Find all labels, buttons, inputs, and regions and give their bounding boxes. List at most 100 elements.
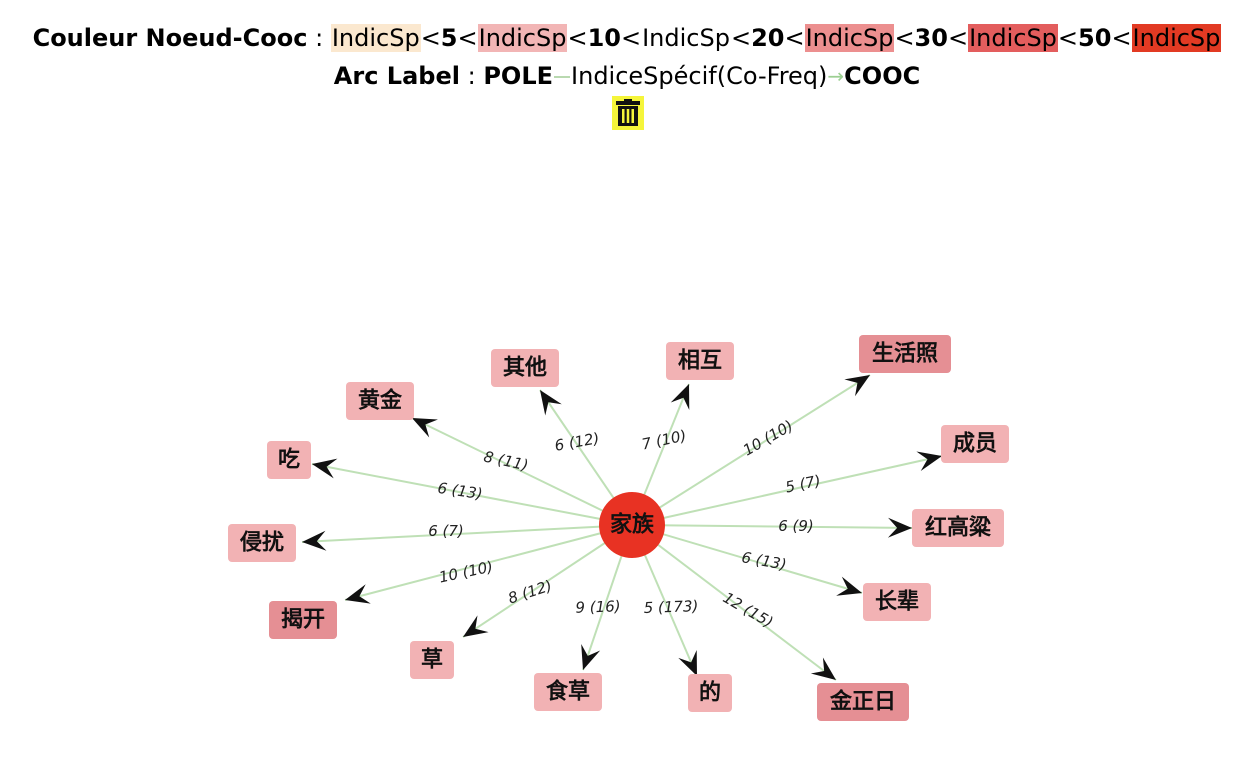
edge-arrow-13 — [540, 390, 562, 416]
legend-separator: : — [315, 24, 324, 52]
node-9-box — [269, 601, 337, 639]
edge-line-9 — [344, 524, 633, 601]
legend-lt: < — [620, 24, 642, 52]
edge-line-3 — [631, 524, 913, 529]
trash-button[interactable] — [612, 96, 644, 130]
node-1[interactable]: 生活照 — [859, 335, 951, 373]
edge-label-13: 6 (12) — [553, 429, 601, 455]
edge-label-8: 8 (12) — [506, 576, 554, 607]
node-3-box — [912, 509, 1004, 547]
edge-arrow-14 — [670, 384, 690, 410]
node-12[interactable]: 黄金 — [346, 382, 414, 420]
legend-threshold-30: 30 — [914, 24, 948, 52]
node-7-label: 食草 — [546, 679, 590, 705]
edge-label-2: 5 (7) — [784, 471, 823, 496]
edge-label-1: 10 (10) — [740, 417, 796, 460]
node-2-label: 成员 — [953, 432, 997, 457]
edge-arrow-2 — [916, 451, 942, 471]
node-1-label: 生活照 — [872, 342, 938, 367]
center-node-label: 家族 — [610, 512, 655, 538]
legend-lt: < — [567, 24, 588, 52]
node-6-label: 的 — [699, 680, 721, 706]
edge-arrow-7 — [581, 644, 601, 670]
edge-label-5: 12 (15) — [720, 589, 776, 632]
legend-threshold-50: 50 — [1078, 24, 1112, 52]
node-5-box — [817, 683, 909, 721]
node-9[interactable]: 揭开 — [269, 601, 337, 639]
legend-swatch-1: IndicSp — [330, 24, 421, 52]
legend-lt: < — [457, 24, 478, 52]
edge-label-3: 6 (9) — [778, 517, 814, 535]
legend-swatch-5: IndicSp — [968, 24, 1058, 52]
edge-line-4 — [631, 524, 863, 594]
edge-line-2 — [631, 455, 943, 526]
legend-lt: < — [894, 24, 915, 52]
node-7[interactable]: 食草 — [534, 673, 602, 711]
arc-label-legend: Arc Label : POLE IndiceSpécif(Co-Freq)→CO… — [0, 62, 1254, 90]
node-11[interactable]: 吃 — [267, 441, 311, 479]
legend-separator: : — [467, 62, 476, 90]
legend-threshold-20: 20 — [751, 24, 785, 52]
edge-label-12: 8 (11) — [482, 448, 530, 475]
node-3-label: 红高粱 — [925, 515, 991, 541]
legend-lt: < — [1111, 24, 1132, 52]
edge-arrow-6 — [678, 650, 697, 676]
center-node[interactable] — [599, 492, 665, 558]
node-5[interactable]: 金正日 — [817, 683, 909, 721]
node-8-label: 草 — [421, 647, 443, 673]
edge-line-10 — [301, 524, 633, 543]
node-7-box — [534, 673, 602, 711]
edge-arrow-9 — [345, 584, 371, 604]
node-10-label: 侵扰 — [239, 530, 284, 556]
indice-label: IndiceSpécif(Co-Freq) — [571, 62, 828, 90]
edge-label-9: 10 (10) — [437, 558, 494, 587]
node-9-label: 揭开 — [281, 607, 325, 633]
node-6[interactable]: 的 — [688, 674, 732, 712]
legend-threshold-5: 5 — [440, 24, 458, 52]
node-4[interactable]: 长辈 — [863, 583, 931, 621]
couleur-noeud-label: Couleur Noeud-Cooc — [32, 24, 308, 52]
pole-label: POLE — [483, 62, 554, 90]
edge-label-14: 7 (10) — [640, 427, 688, 454]
edge-arrow-5 — [810, 657, 836, 680]
node-4-label: 长辈 — [875, 590, 919, 615]
legend-lt: < — [947, 24, 969, 52]
edge-line-1 — [631, 374, 871, 526]
legend-swatch-4: IndicSp — [804, 24, 895, 52]
arc-line-icon — [554, 76, 571, 78]
edge-label-4: 6 (13) — [740, 548, 788, 574]
node-14-box — [666, 342, 734, 380]
arc-label-title: Arc Label — [333, 62, 460, 90]
node-12-label: 黄金 — [358, 388, 403, 414]
edge-arrow-12 — [412, 418, 438, 438]
cooc-label: COOC — [844, 62, 921, 90]
edge-line-12 — [411, 417, 633, 526]
node-4-box — [863, 583, 931, 621]
edge-arrow-8 — [463, 615, 489, 637]
node-8[interactable]: 草 — [410, 641, 454, 679]
node-13-box — [491, 349, 559, 387]
node-10-box — [228, 524, 296, 562]
node-6-box — [688, 674, 732, 712]
node-11-label: 吃 — [278, 447, 300, 473]
trash-icon — [616, 99, 640, 126]
node-11-box — [267, 441, 311, 479]
legend-swatch-6: IndicSp — [1131, 24, 1222, 52]
node-13[interactable]: 其他 — [491, 349, 559, 387]
node-2[interactable]: 成员 — [941, 425, 1009, 463]
edge-line-11 — [311, 463, 633, 526]
edge-arrow-3 — [887, 517, 912, 538]
node-14[interactable]: 相互 — [666, 342, 734, 380]
node-3[interactable]: 红高粱 — [912, 509, 1004, 547]
node-13-label: 其他 — [503, 356, 547, 381]
arc-arrow-icon: → — [827, 64, 845, 88]
node-10[interactable]: 侵扰 — [228, 524, 296, 562]
node-2-box — [941, 425, 1009, 463]
legend-lt: < — [784, 24, 805, 52]
node-8-box — [410, 641, 454, 679]
edge-label-11: 6 (13) — [436, 479, 483, 503]
node-14-label: 相互 — [678, 349, 722, 374]
edge-arrow-4 — [836, 576, 862, 596]
edge-arrow-10 — [302, 530, 327, 551]
